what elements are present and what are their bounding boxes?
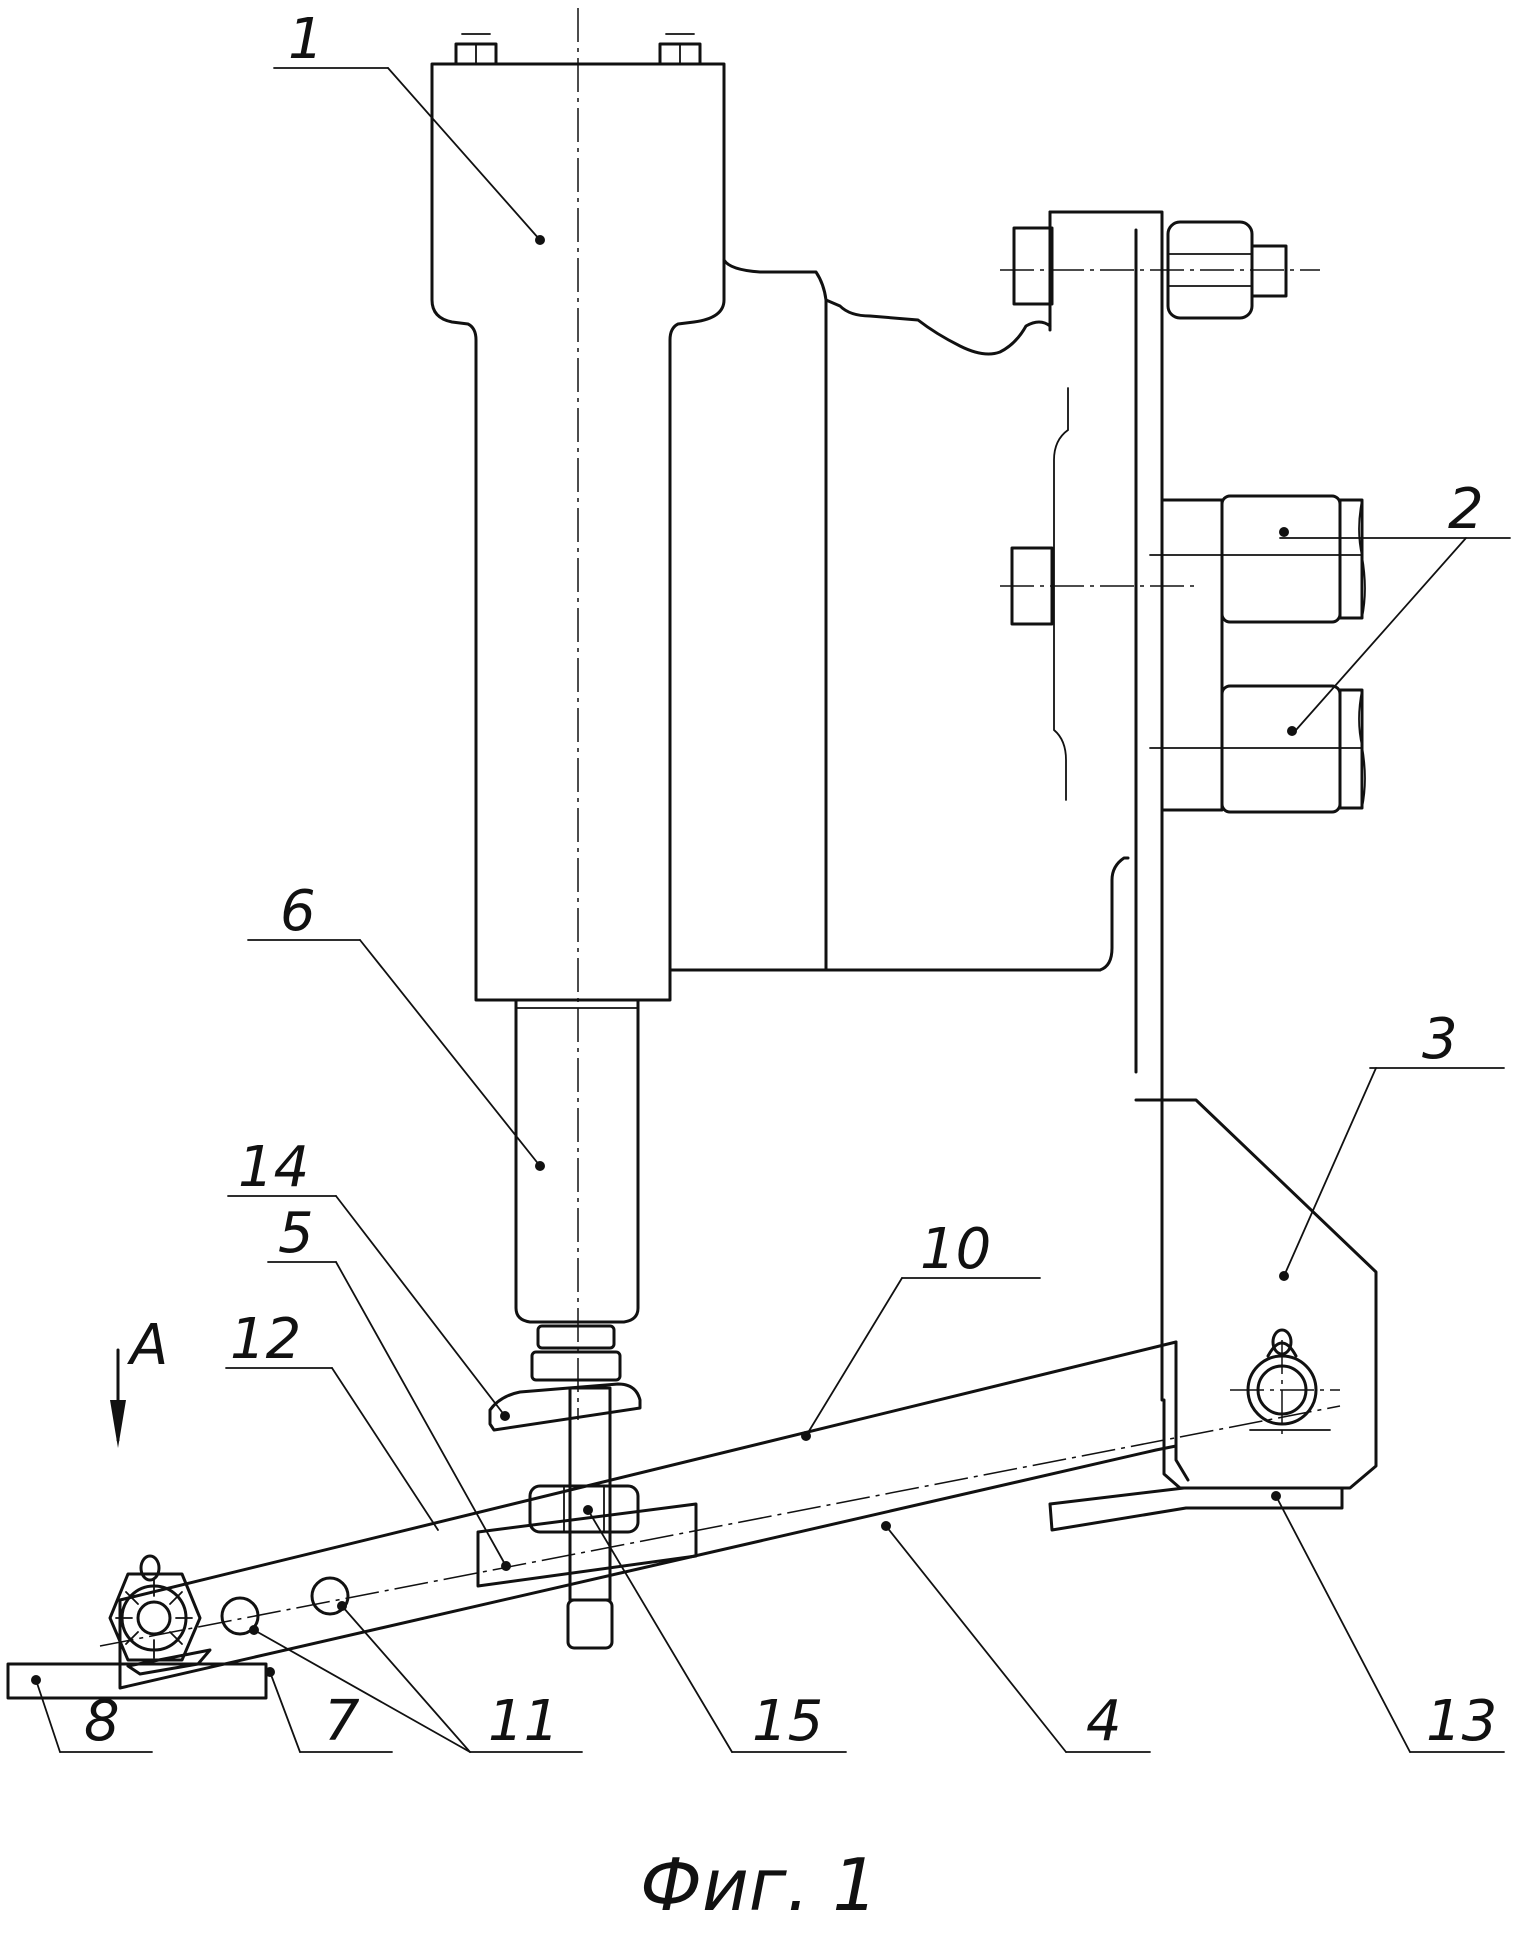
label-6: 6 — [280, 879, 316, 944]
label-7: 7 — [324, 1689, 360, 1754]
label-15: 15 — [752, 1689, 823, 1754]
label-2: 2 — [1448, 477, 1484, 542]
label-5: 5 — [278, 1201, 314, 1266]
view-arrow-a — [110, 1348, 126, 1448]
label-13: 13 — [1426, 1689, 1497, 1754]
label-12: 12 — [230, 1307, 301, 1372]
label-11: 11 — [488, 1689, 559, 1754]
part-1-cylinder-body — [430, 33, 1130, 1002]
lever-arm — [99, 1340, 1341, 1690]
leader-lines — [35, 67, 1511, 1753]
part-3-hinge-bracket — [1160, 1098, 1378, 1490]
part-2-connectors — [1149, 494, 1366, 814]
part-14-stop-plate — [488, 1382, 642, 1432]
part-13-pad — [1048, 1486, 1344, 1532]
label-1: 1 — [288, 7, 324, 72]
label-10: 10 — [920, 1217, 991, 1282]
label-4: 4 — [1086, 1689, 1122, 1754]
part-15-bolt — [528, 1386, 640, 1650]
bracket-plate — [1000, 210, 1320, 1102]
part-8-foot-pad — [6, 1662, 268, 1700]
part-5-clamp — [476, 1502, 698, 1588]
label-14: 14 — [238, 1135, 309, 1200]
label-view-a: A — [127, 1313, 168, 1378]
label-3: 3 — [1422, 1007, 1458, 1072]
part-11-holes — [220, 1576, 350, 1636]
part-6-rod — [514, 998, 640, 1382]
label-8: 8 — [84, 1689, 120, 1754]
figure-caption: Фиг. 1 — [640, 1843, 878, 1927]
